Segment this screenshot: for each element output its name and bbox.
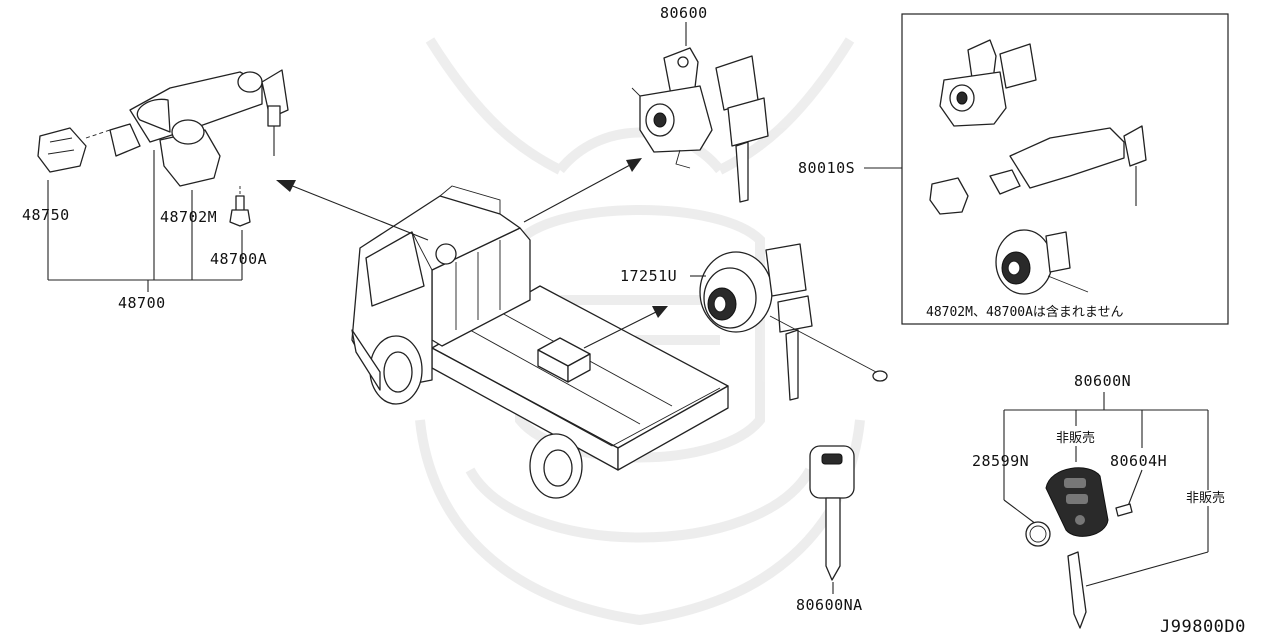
label-48702M: 48702M	[160, 208, 217, 226]
label-80600N: 80600N	[1074, 372, 1131, 390]
label-80604H: 80604H	[1110, 452, 1167, 470]
battery-cell-icon	[1025, 521, 1051, 547]
label-28599N: 28599N	[972, 452, 1029, 470]
diagram-code: J99800D0	[1160, 617, 1246, 637]
leader-80600N	[1003, 392, 1209, 587]
label-80010S: 80010S	[798, 159, 855, 177]
door-lock-cylinder-icon	[631, 47, 769, 203]
emergency-key-blade-icon	[1067, 551, 1087, 629]
label-48750: 48750	[22, 206, 70, 224]
kit-note: 48702M、48700Aは含まれません	[926, 304, 1124, 320]
screw-icon	[229, 186, 251, 227]
kit-box	[901, 13, 1229, 325]
label-17251U: 17251U	[620, 267, 677, 285]
label-80600: 80600	[660, 4, 708, 22]
label-48700A: 48700A	[210, 250, 267, 268]
screw-80604H-icon	[1115, 503, 1133, 517]
key-icon	[809, 445, 855, 581]
label-not-for-sale-2: 非販売	[1186, 490, 1225, 506]
ignition-switch-assembly-icon	[37, 69, 289, 227]
truck-icon	[351, 185, 729, 499]
label-80600NA: 80600NA	[796, 596, 863, 614]
fuel-cap-lock-icon	[699, 243, 888, 401]
remote-key-fob-icon	[1045, 467, 1109, 537]
label-not-for-sale-1: 非販売	[1056, 430, 1095, 446]
label-48700: 48700	[118, 294, 166, 312]
kit-contents-icon	[929, 39, 1147, 295]
pointer-arrows	[276, 158, 668, 349]
leader-48700	[47, 150, 243, 292]
